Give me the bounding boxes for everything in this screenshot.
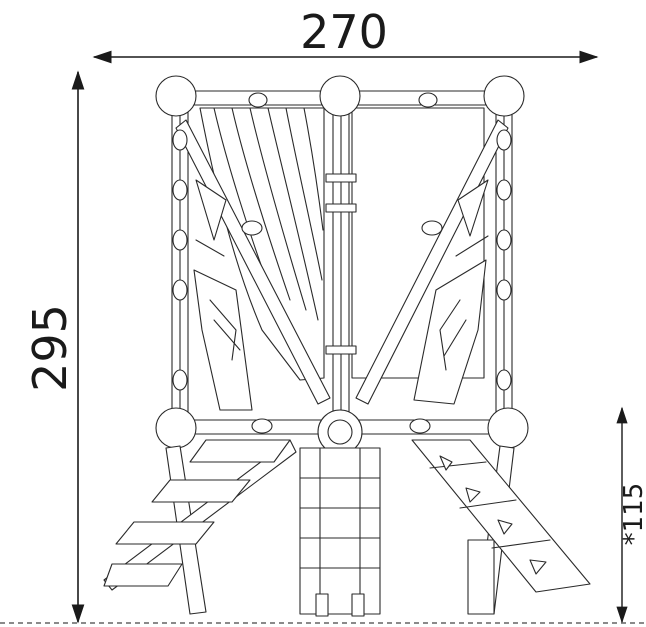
left-net-panel [193, 179, 253, 411]
width-dimension: 270 [92, 5, 599, 64]
ball-cap-top-left [155, 75, 197, 117]
ball-cap-bottom-right [487, 407, 529, 449]
center-post [332, 99, 350, 413]
platform-height-dimension: *115 [616, 406, 646, 624]
clamps [172, 92, 512, 434]
center-rungs [325, 173, 357, 355]
width-dimension-label: 270 [300, 5, 388, 59]
ball-cap-top-center [319, 75, 361, 117]
right-net-panel [413, 179, 489, 405]
right-climbing-ramp [411, 439, 591, 593]
center-ladder [299, 447, 381, 617]
height-dimension: 295 [23, 70, 85, 624]
height-dimension-label: 295 [23, 304, 77, 392]
platform-height-dimension-label: *115 [619, 483, 646, 546]
left-stair-ladder [103, 439, 297, 591]
ball-caps [155, 75, 529, 455]
diagonal-braces [175, 119, 509, 405]
ball-cap-top-right [483, 75, 525, 117]
climbing-frame [103, 75, 591, 617]
climbing-wall-left [199, 107, 325, 381]
ball-cap-bottom-left [155, 407, 197, 449]
